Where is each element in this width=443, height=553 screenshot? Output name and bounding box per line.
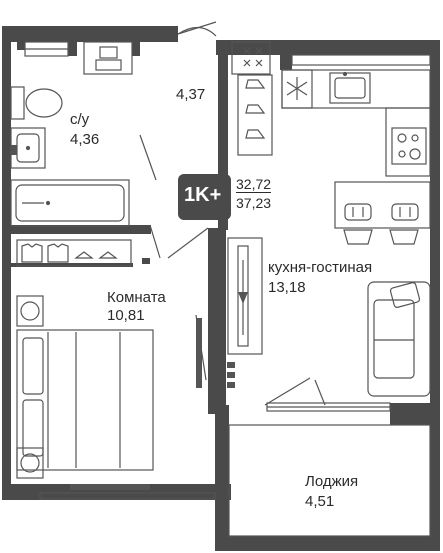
kitchen-counter	[281, 69, 431, 177]
plant-icon	[16, 295, 44, 479]
sink-icon	[329, 71, 371, 104]
toilet-icon	[10, 86, 63, 120]
radiator	[70, 484, 150, 490]
apartment-type-badge	[178, 174, 231, 220]
bed-icon	[16, 329, 154, 471]
shirt-icon	[16, 239, 132, 267]
area-total: 32,72	[236, 176, 272, 193]
hanger-icon	[74, 251, 118, 259]
dining-table	[334, 181, 431, 229]
sofa-icon	[367, 281, 431, 397]
loggia-area-value: 4,51	[305, 493, 335, 510]
cross-icon	[243, 47, 263, 67]
bathroom-area: 4,36	[70, 131, 100, 148]
apartment-type: 1K+	[184, 184, 222, 206]
loggia-area	[228, 424, 431, 537]
bath-sink-icon	[10, 127, 46, 169]
outer-walls	[2, 26, 440, 551]
shelf-marks	[227, 362, 235, 388]
shoe-cabinet	[231, 41, 273, 156]
area-full: 37,23	[236, 195, 272, 211]
chair-icon	[343, 203, 419, 245]
hall-area: 4,37	[176, 86, 206, 103]
bathtub-icon	[10, 179, 130, 227]
room-area: 10,81	[107, 307, 145, 324]
loggia-name: Лоджия	[305, 473, 359, 490]
bathroom-name: с/у	[70, 111, 90, 128]
kitchen-area: 13,18	[268, 279, 306, 296]
tv-icon	[227, 237, 263, 355]
windows	[24, 41, 431, 500]
internal-walls	[11, 42, 292, 414]
shoe-icon	[245, 79, 266, 139]
room-tv-stand	[196, 318, 202, 388]
room-name: Комната	[107, 289, 166, 306]
washing-machine-icon	[83, 41, 133, 75]
stove-icon	[391, 127, 427, 165]
snowflake-icon	[281, 69, 313, 109]
kitchen-name: кухня-гостиная	[268, 259, 373, 276]
